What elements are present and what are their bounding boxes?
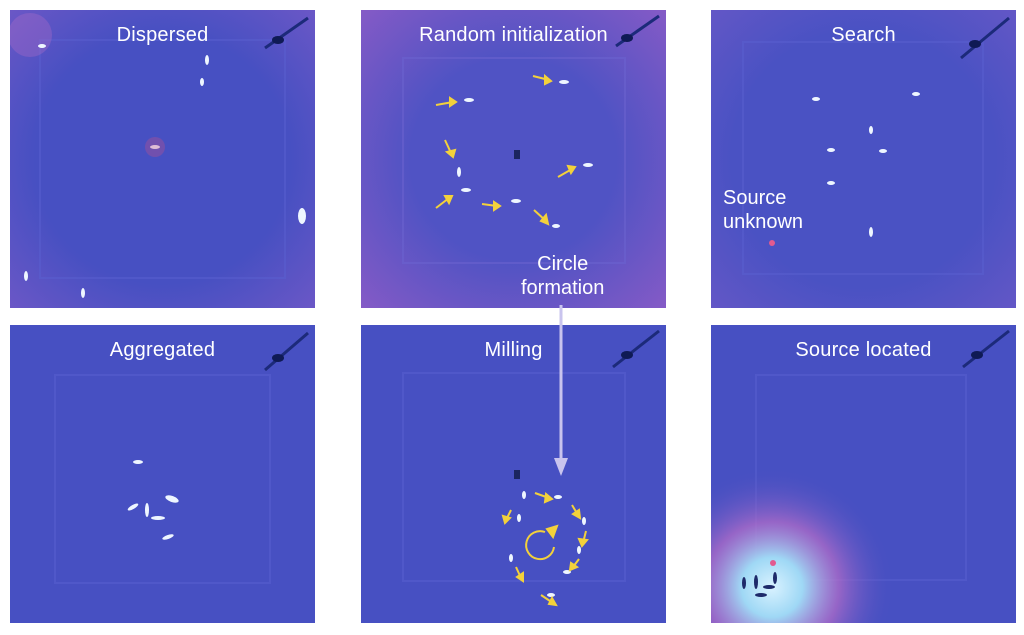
panel-title-search: Search <box>831 24 896 46</box>
tank-image-search <box>711 10 1016 308</box>
tank-image-random <box>361 10 666 308</box>
panel-milling: Milling <box>361 325 666 623</box>
tank-image-source-located <box>711 325 1016 623</box>
source-unknown-line2: unknown <box>723 211 804 233</box>
source-unknown-label: Source unknown <box>723 186 803 234</box>
panel-dispersed: Dispersed <box>10 10 315 308</box>
tank-image-dispersed <box>10 10 315 308</box>
panel-aggregated: Aggregated <box>10 325 315 623</box>
panel-source-located: Source located <box>711 325 1016 623</box>
panel-title-aggregated: Aggregated <box>109 339 216 361</box>
tank-image-aggregated <box>10 325 315 623</box>
circle-formation-label: Circle formation <box>521 252 604 300</box>
panel-title-milling: Milling <box>484 339 543 361</box>
tank-image-milling <box>361 325 666 623</box>
panel-title-random-initialization: Random initialization <box>419 24 608 46</box>
circle-formation-line2: formation <box>521 277 605 299</box>
source-unknown-line1: Source <box>723 187 787 209</box>
panel-title-dispersed: Dispersed <box>116 24 209 46</box>
panel-random-initialization: Random initialization Circle formation <box>361 10 666 308</box>
panel-search: Search Source unknown <box>711 10 1016 308</box>
circle-formation-line1: Circle <box>537 253 589 275</box>
panel-title-source-located: Source located <box>795 339 932 361</box>
